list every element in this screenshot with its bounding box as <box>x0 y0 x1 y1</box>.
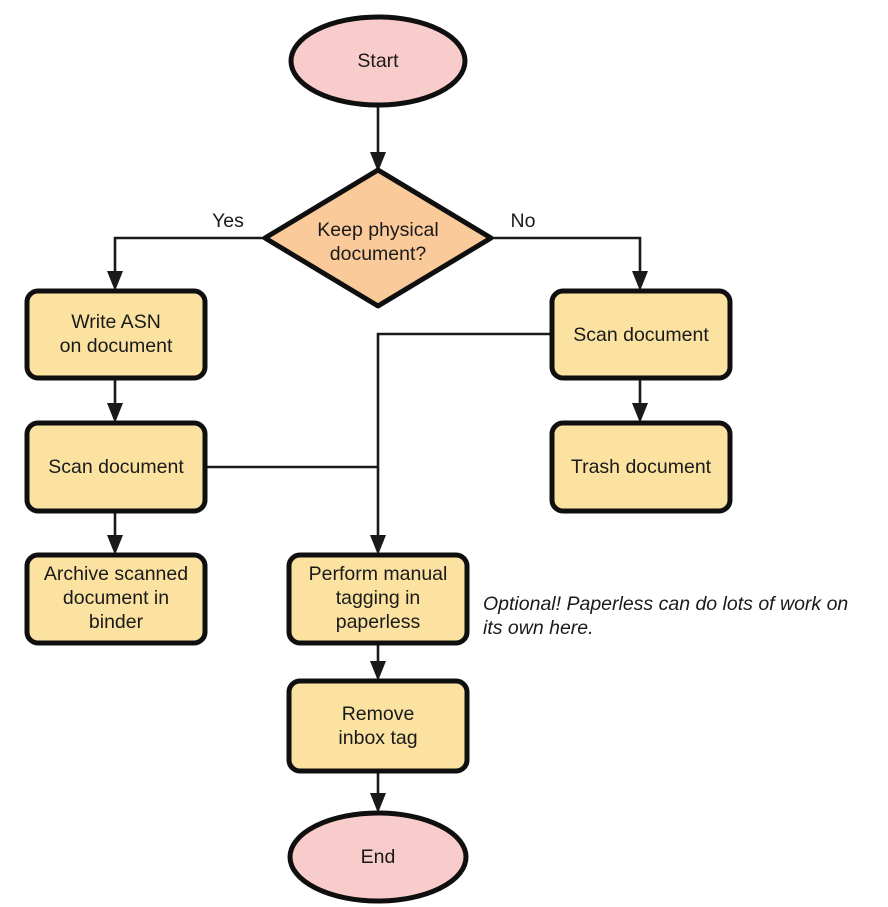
edge-scan-right-to-manual-tag <box>370 332 552 555</box>
edge-start-to-decision <box>370 105 386 172</box>
arrowhead-scanleft-archive <box>107 535 123 555</box>
end-ellipse[interactable] <box>287 810 469 904</box>
end-label: End <box>361 846 396 868</box>
manual-tagging-label-line2: tagging in <box>336 587 421 609</box>
edge-remove-inbox-to-end <box>370 771 386 813</box>
archive-box[interactable] <box>24 552 208 646</box>
edge-manual-tag-to-remove-inbox <box>370 643 386 681</box>
scan-document-left-label: Scan document <box>48 456 184 478</box>
node-perform-manual-tagging[interactable]: Perform manual tagging in paperless <box>286 552 470 646</box>
arrowhead-no <box>632 271 648 291</box>
arrowhead-removeinbox-end <box>370 793 386 813</box>
edge-write-asn-to-scan-left <box>107 378 123 423</box>
node-remove-inbox-tag[interactable]: Remove inbox tag <box>286 678 470 774</box>
node-scan-document-right[interactable]: Scan document <box>549 288 733 381</box>
arrowhead-scanright-manualtag <box>370 535 386 555</box>
archive-label-line1: Archive scanned <box>44 563 188 585</box>
write-asn-label-line2: on document <box>60 335 173 357</box>
edge-layer <box>107 105 648 813</box>
annotation-line2: its own here. <box>483 617 594 639</box>
node-write-asn[interactable]: Write ASN on document <box>24 288 208 381</box>
edge-scan-left-to-archive <box>107 511 123 555</box>
annotation-optional-paperless: Optional! Paperless can do lots of work … <box>483 593 848 639</box>
annotation-line1: Optional! Paperless can do lots of work … <box>483 593 848 615</box>
trash-document-box[interactable] <box>549 420 733 514</box>
scan-document-right-label: Scan document <box>573 324 709 346</box>
edge-line-no <box>493 236 642 281</box>
manual-tagging-label-line3: paperless <box>336 611 421 633</box>
node-start[interactable]: Start <box>288 14 468 108</box>
arrowhead-yes <box>107 271 123 291</box>
node-decision-keep-physical-document[interactable]: Keep physical document? <box>262 167 494 309</box>
manual-tagging-label-line1: Perform manual <box>309 563 448 585</box>
arrowhead-scanright-trash <box>632 403 648 423</box>
arrowhead-manualtag-removeinbox <box>370 661 386 681</box>
archive-label-line2: document in <box>63 587 169 609</box>
decision-label-line2: document? <box>330 243 427 265</box>
edge-decision-no-scan-right <box>493 236 648 291</box>
edge-label-no: No <box>511 210 536 232</box>
archive-label-line3: binder <box>89 611 144 633</box>
arrowhead-writeasn-scanleft <box>107 403 123 423</box>
edge-line-yes <box>113 236 263 281</box>
edge-decision-yes-write-asn <box>107 236 263 291</box>
remove-inbox-label-line2: inbox tag <box>338 727 417 749</box>
start-label: Start <box>357 50 399 72</box>
node-end[interactable]: End <box>287 810 469 904</box>
remove-inbox-tag-box[interactable] <box>286 678 470 774</box>
arrowhead-start-decision <box>370 152 386 172</box>
manual-tagging-box[interactable] <box>286 552 470 646</box>
node-archive-scanned-document[interactable]: Archive scanned document in binder <box>24 552 208 646</box>
edge-scan-right-to-trash <box>632 378 648 423</box>
edge-label-yes: Yes <box>212 210 244 232</box>
start-ellipse[interactable] <box>288 14 468 108</box>
scan-document-left-box[interactable] <box>24 420 208 514</box>
remove-inbox-label-line1: Remove <box>342 703 415 725</box>
write-asn-box[interactable] <box>24 288 208 381</box>
decision-label-line1: Keep physical <box>317 219 438 241</box>
scan-document-right-box[interactable] <box>549 288 733 381</box>
edge-line-scanright-manualtag <box>376 332 552 545</box>
decision-diamond[interactable] <box>262 167 494 309</box>
trash-document-label: Trash document <box>571 456 712 478</box>
node-scan-document-left[interactable]: Scan document <box>24 420 208 514</box>
node-trash-document[interactable]: Trash document <box>549 420 733 514</box>
write-asn-label-line1: Write ASN <box>71 311 161 333</box>
